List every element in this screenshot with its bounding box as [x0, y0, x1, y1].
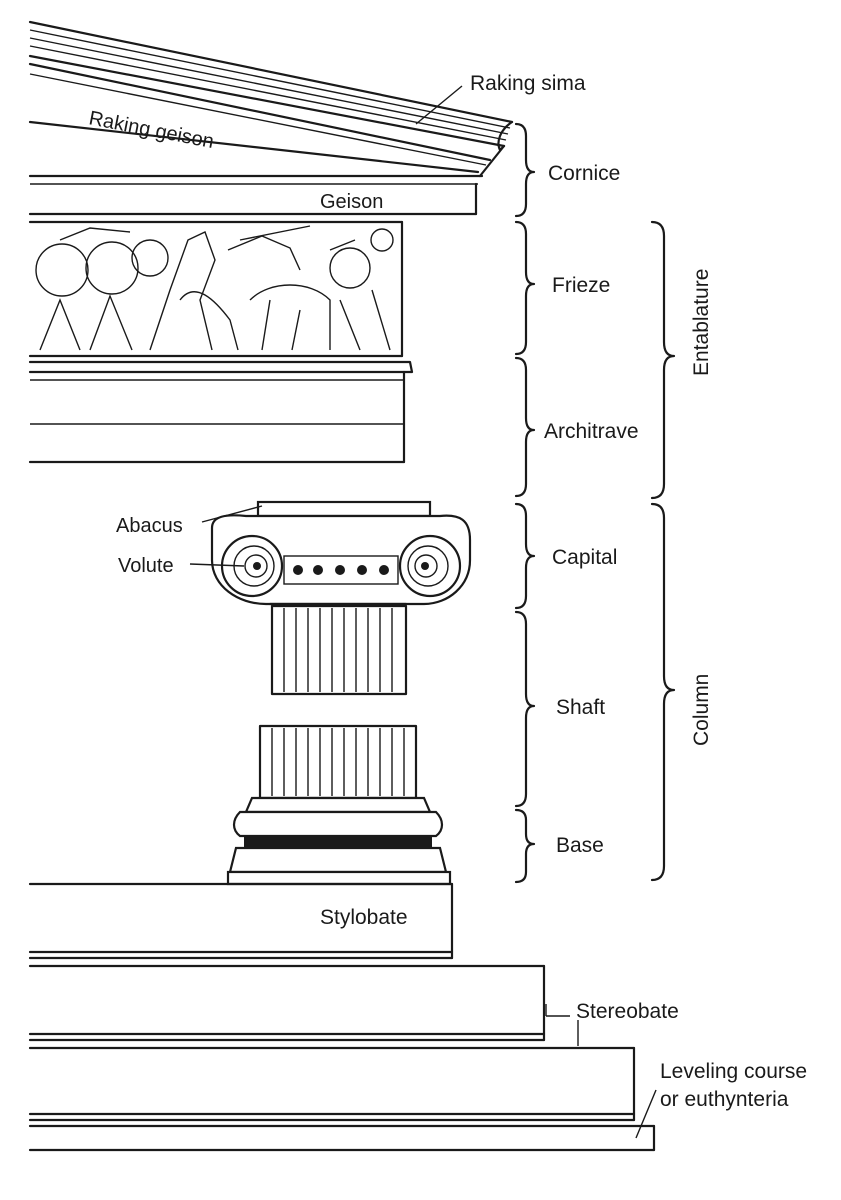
frieze-relief — [28, 220, 404, 358]
label-stylobate: Stylobate — [320, 906, 408, 929]
column-base — [226, 796, 452, 886]
brace-base — [514, 808, 536, 884]
stereobate-steps — [28, 956, 636, 1122]
leveling-course-block — [28, 1118, 656, 1152]
label-architrave: Architrave — [544, 420, 639, 443]
shaft-lower — [258, 724, 418, 800]
brace-capital — [514, 502, 536, 610]
label-cornice: Cornice — [548, 162, 620, 185]
brace-column — [650, 502, 676, 882]
architrave-block — [28, 360, 414, 464]
raking-geison — [28, 62, 506, 178]
label-frieze: Frieze — [552, 274, 610, 297]
raking-sima — [28, 20, 514, 152]
label-volute: Volute — [118, 555, 174, 577]
brace-shaft — [514, 610, 536, 808]
label-stereobate: Stereobate — [576, 1000, 679, 1023]
shaft-upper — [270, 604, 408, 696]
label-shaft: Shaft — [556, 696, 605, 719]
label-column: Column — [690, 674, 713, 746]
capital — [210, 500, 472, 606]
label-abacus: Abacus — [116, 515, 183, 537]
label-raking-sima: Raking sima — [470, 72, 586, 95]
brace-frieze — [514, 220, 536, 356]
stylobate-block — [28, 882, 454, 960]
label-euthynteria: or euthynteria — [660, 1088, 789, 1111]
label-raking-geison: Raking geison — [87, 107, 216, 153]
label-geison: Geison — [320, 191, 383, 213]
brace-entablature — [650, 220, 676, 500]
label-capital: Capital — [552, 546, 617, 569]
geison-block — [28, 174, 484, 216]
label-base: Base — [556, 834, 604, 857]
brace-architrave — [514, 356, 536, 498]
leader-lines — [189, 85, 657, 1139]
brace-cornice — [514, 122, 536, 218]
label-entablature: Entablature — [690, 269, 713, 376]
label-leveling-course: Leveling course — [660, 1060, 807, 1083]
